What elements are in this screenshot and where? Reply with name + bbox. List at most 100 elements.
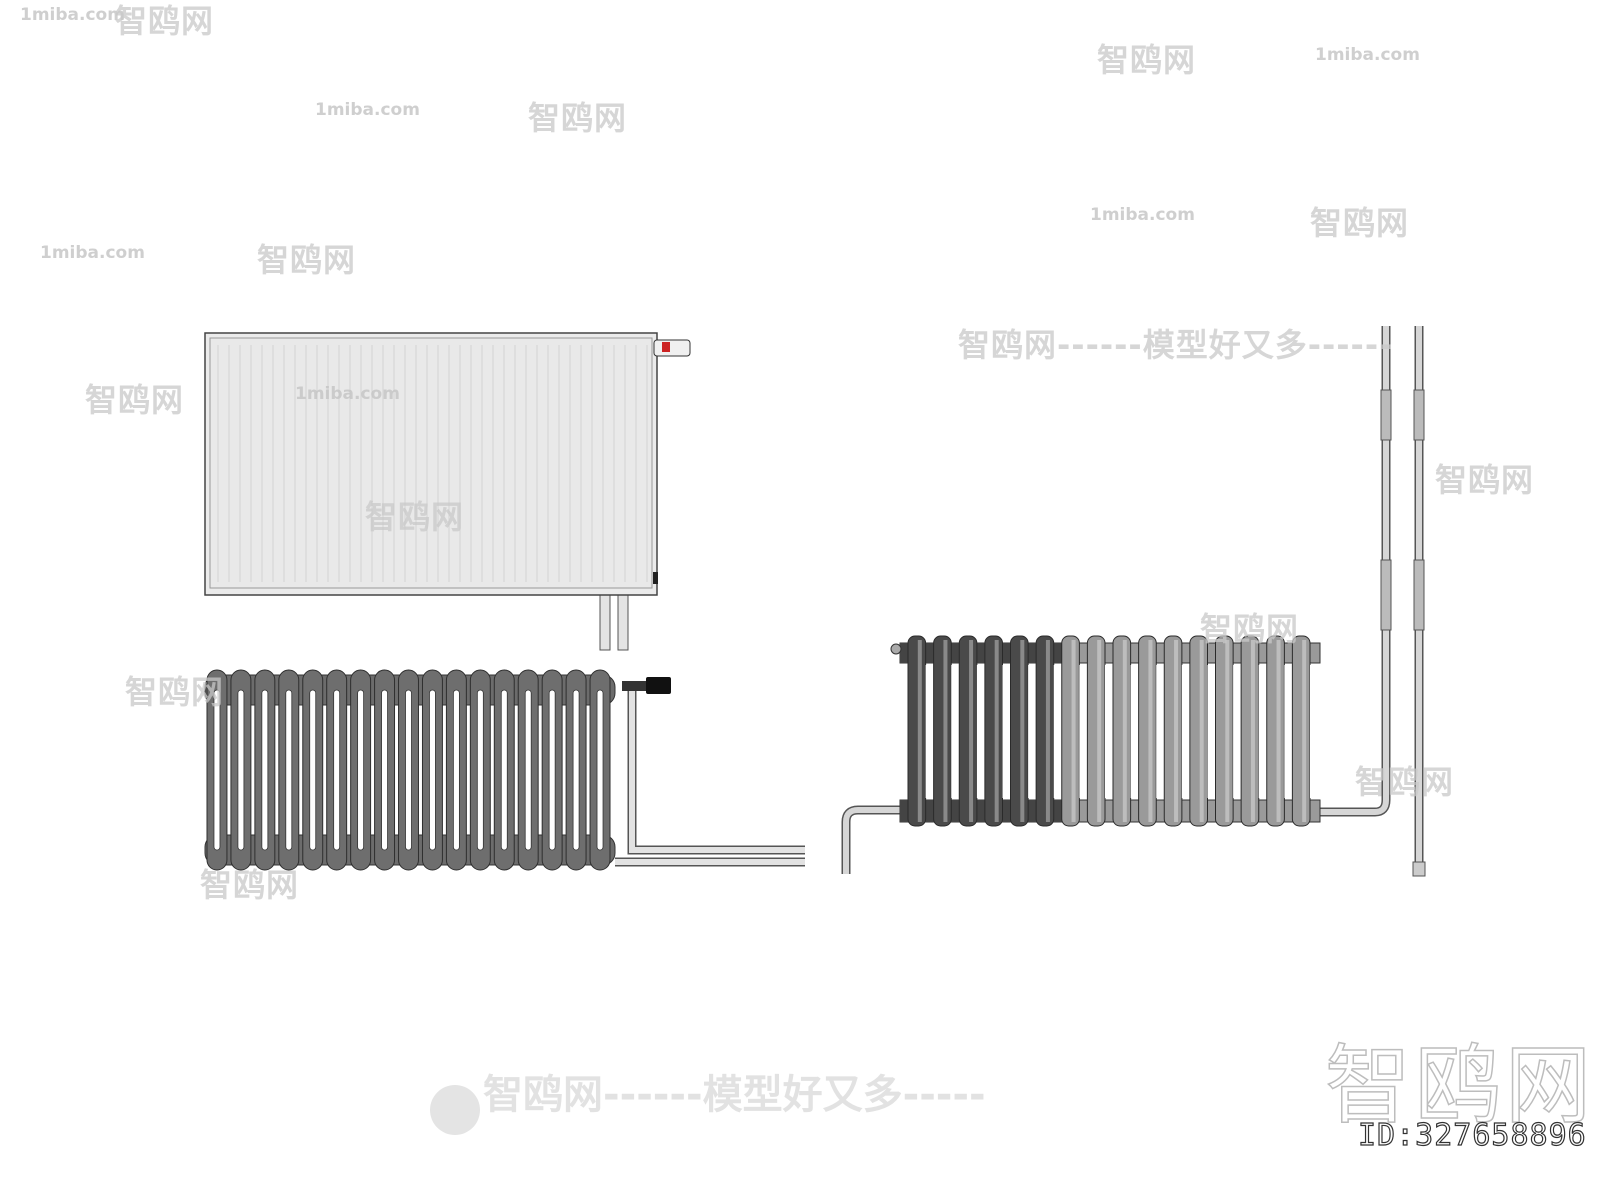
column-gap	[309, 689, 317, 851]
radiator-section	[1266, 635, 1285, 827]
section-gap	[1130, 665, 1136, 798]
section-gap	[1053, 665, 1059, 798]
radiator-section	[1291, 635, 1311, 827]
supply-pipe	[627, 690, 805, 855]
section-highlight	[1045, 640, 1050, 822]
section-highlight	[1071, 640, 1076, 822]
thermostat-head	[653, 339, 691, 357]
section-gap	[925, 665, 931, 798]
column-gap	[405, 689, 412, 851]
model-id-label: ID:327658896	[1357, 1117, 1587, 1153]
radiator-section	[1189, 635, 1208, 827]
section-highlight	[1148, 640, 1153, 822]
watermark-text: 智鸥网	[528, 99, 628, 137]
column-radiator	[204, 669, 805, 871]
radiator-section	[1138, 635, 1157, 827]
panel-face	[209, 337, 653, 589]
watermark-text: 智鸥网	[85, 381, 185, 419]
panel-pipe	[617, 591, 629, 651]
section-highlight	[943, 640, 948, 822]
brand-logo-icon	[430, 1085, 480, 1135]
column-gap	[572, 689, 580, 851]
radiator-section	[958, 635, 978, 827]
air-vent	[890, 643, 902, 655]
watermark-text: 智鸥网	[257, 241, 357, 279]
watermark-text: 智鸥网	[200, 866, 300, 904]
riser-pipe	[1320, 326, 1391, 817]
watermark-text: 智鸥网	[125, 673, 225, 711]
radiator-section	[1163, 635, 1183, 827]
watermark-text: 智鸥网	[1435, 461, 1535, 499]
watermark-text: 智鸥网	[115, 2, 215, 40]
panel-pipe	[599, 591, 611, 651]
panel-ribs	[217, 345, 648, 582]
column-gap	[548, 689, 556, 851]
section-gap	[1233, 665, 1239, 798]
section-gap	[1028, 665, 1034, 798]
pipe-coupling	[1413, 559, 1425, 631]
section-gap	[1181, 665, 1187, 798]
watermark-text: 智鸥网	[1200, 610, 1300, 648]
radiator-section	[1010, 635, 1029, 827]
watermark-slogan: 智鸥网------模型好又多-----	[483, 1072, 986, 1118]
pipe-coupling	[1380, 389, 1392, 441]
column-gap	[285, 689, 293, 851]
section-gap	[1079, 665, 1085, 798]
column-gap	[476, 689, 484, 851]
radiator-section	[984, 635, 1003, 827]
radiator-section	[907, 635, 927, 827]
watermark-text: 智鸥网	[365, 498, 465, 536]
watermark-text: 1miba.com	[295, 384, 400, 404]
section-highlight	[1020, 640, 1025, 822]
radiator-section	[1086, 635, 1106, 827]
section-gap	[1002, 665, 1008, 798]
section-highlight	[1097, 640, 1102, 822]
section-gap	[951, 665, 957, 798]
column-gap	[429, 689, 436, 851]
section-gap	[976, 665, 982, 798]
section-highlight	[994, 640, 999, 822]
section-highlight	[1302, 640, 1307, 822]
section-highlight	[1225, 640, 1230, 822]
watermark-text: 智鸥网	[1355, 763, 1455, 801]
section-highlight	[1199, 640, 1204, 822]
section-highlight	[917, 640, 922, 822]
panel-radiator	[204, 332, 691, 651]
watermark-big-brand: 智鸥网	[1324, 1035, 1595, 1137]
radiator-section	[1061, 635, 1080, 827]
inlet-pipe	[841, 805, 900, 874]
radiator-section	[1215, 635, 1234, 827]
section-gap	[1156, 665, 1162, 798]
watermark-text: 智鸥网	[1097, 41, 1197, 79]
thermostat-head	[646, 677, 671, 694]
sectional-radiator	[841, 326, 1426, 877]
section-gap	[1105, 665, 1110, 798]
section-gap	[1207, 665, 1213, 798]
column-gap	[596, 689, 604, 851]
radiator-section	[933, 635, 952, 827]
section-highlight	[1122, 640, 1127, 822]
radiator-section	[1240, 635, 1260, 827]
section-gap	[1284, 665, 1290, 798]
section-highlight	[1174, 640, 1179, 822]
column-gap	[237, 689, 245, 851]
column-gap	[500, 689, 508, 851]
watermark-text: 1miba.com	[1090, 205, 1195, 225]
pipe-coupling	[1380, 559, 1392, 631]
panel-bracket	[653, 572, 658, 584]
column-gap	[524, 689, 532, 851]
section-highlight	[969, 640, 974, 822]
column-gap	[357, 689, 365, 851]
section-gap	[1258, 665, 1264, 798]
watermark-text: 1miba.com	[40, 243, 145, 263]
column-gap	[213, 689, 221, 851]
radiator-section	[1035, 635, 1055, 827]
pipe-coupling	[1413, 389, 1425, 441]
watermark-text: 智鸥网	[1310, 204, 1410, 242]
watermark-text: 1miba.com	[1315, 45, 1420, 65]
column-gap	[261, 689, 269, 851]
section-highlight	[1250, 640, 1255, 822]
thermostat-indicator	[662, 342, 670, 352]
